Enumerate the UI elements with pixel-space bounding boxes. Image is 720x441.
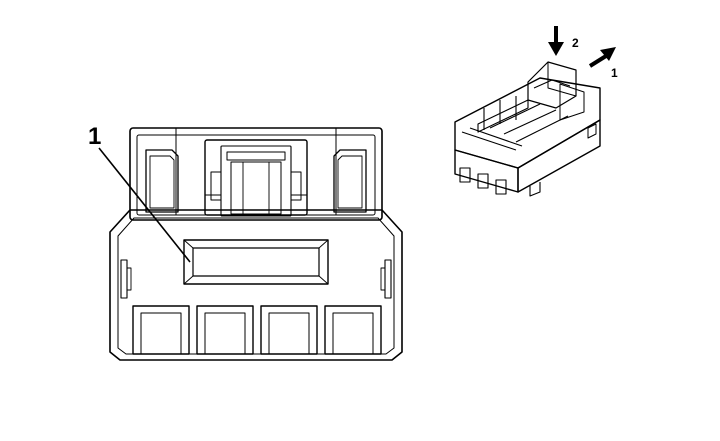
center-latch (204, 139, 308, 217)
iso-front-face (454, 149, 519, 193)
arrow-diagonal-icon (588, 47, 616, 68)
iso-pins (459, 167, 541, 197)
cavity-4 (324, 305, 382, 355)
cavity-1 (132, 305, 190, 355)
terminal-window (183, 239, 329, 285)
callout-leader-line (98, 147, 191, 263)
arrow-down-label: 2 (572, 36, 579, 50)
cavity-2 (196, 305, 254, 355)
terminal-cavities (132, 305, 382, 355)
connector-front-view (98, 127, 403, 361)
connector-iso-view (454, 61, 601, 197)
arrow-diagonal-label: 1 (611, 66, 618, 80)
iso-side-notch (587, 123, 597, 139)
front-callout-label: 1 (88, 123, 101, 150)
iso-right-face (517, 119, 601, 193)
top-housing (129, 127, 383, 221)
arrow-down-icon (548, 26, 564, 56)
cavity-3 (260, 305, 318, 355)
main-body (109, 209, 403, 361)
iso-latch (527, 61, 585, 121)
iso-ribs (461, 96, 569, 151)
top-side-pockets (145, 149, 367, 213)
